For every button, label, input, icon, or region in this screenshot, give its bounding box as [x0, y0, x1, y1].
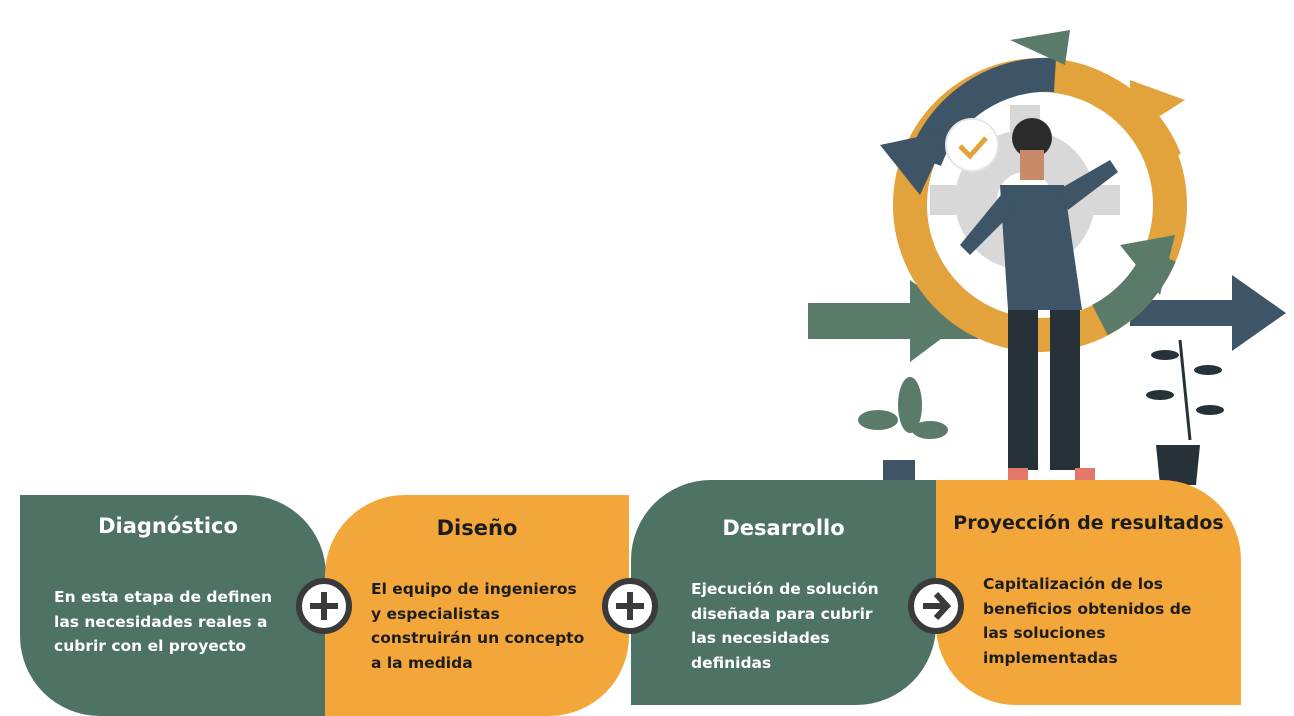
plus-icon — [296, 578, 352, 634]
description-line: definidas — [691, 653, 772, 672]
description-line: cubrir con el proyecto — [54, 637, 247, 655]
stage-proyeccion-de-resultados: Proyección de resultados Capitalización … — [936, 480, 1241, 705]
stage-title: Desarrollo — [722, 516, 845, 540]
stage-description: Ejecución de solución diseñada para cubr… — [691, 577, 906, 675]
stage-title: Diagnóstico — [98, 514, 238, 538]
stage-description: Capitalización de los beneficios obtenid… — [983, 572, 1218, 670]
description-line: En esta etapa de definen — [54, 588, 273, 606]
plant-left-icon — [858, 377, 948, 482]
description-line: construirán un concepto — [371, 629, 585, 647]
description-line: a la medida — [371, 653, 473, 672]
description-line: Capitalización de los — [983, 575, 1163, 593]
description-line: beneficios obtenidos de — [983, 599, 1192, 618]
plus-icon — [602, 578, 658, 634]
person-figure — [960, 118, 1118, 482]
process-illustration — [808, 30, 1286, 485]
stage-title: Proyección de resultados — [953, 512, 1224, 534]
check-icon — [945, 118, 999, 172]
stage-diseno: Diseño El equipo de ingenieros y especia… — [325, 495, 629, 716]
description-line: Ejecución de solución — [691, 580, 879, 598]
stage-diagnostico: Diagnóstico En esta etapa de definen las… — [20, 495, 326, 716]
stage-description: En esta etapa de definen las necesidades… — [54, 585, 294, 659]
description-line: las necesidades reales a — [54, 612, 268, 631]
stage-desarrollo: Desarrollo Ejecución de solución diseñad… — [631, 480, 936, 705]
arrow-right-icon — [908, 578, 964, 634]
description-line: El equipo de ingenieros — [371, 580, 577, 598]
stage-description: El equipo de ingenieros y especialistas … — [371, 577, 607, 675]
description-line: y especialistas — [371, 604, 500, 623]
plant-right-icon — [1146, 339, 1224, 485]
description-line: diseñada para cubrir — [691, 604, 873, 623]
description-line: las necesidades — [691, 629, 830, 647]
stage-title: Diseño — [436, 516, 518, 540]
description-line: las soluciones — [983, 624, 1106, 642]
description-line: implementadas — [983, 648, 1118, 667]
